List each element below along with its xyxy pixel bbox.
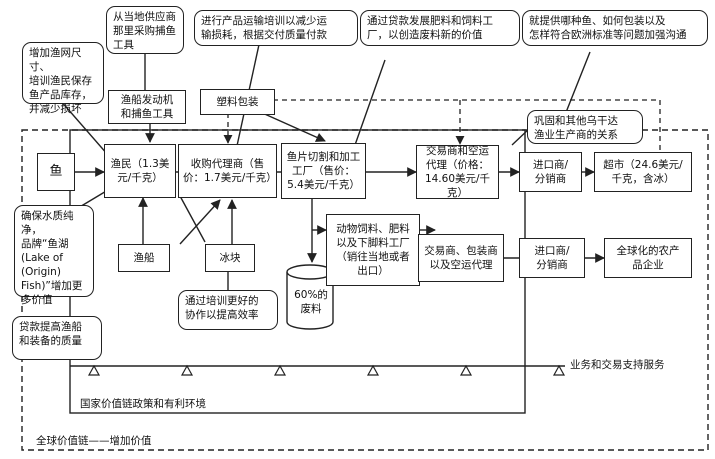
callout-nets-training: 增加渔网尺寸、 培训渔民保存 鱼产品库存， 并减少损坏 bbox=[22, 42, 104, 115]
waste-cylinder bbox=[286, 264, 334, 330]
support-services-label: 业务和交易支持服务 bbox=[570, 359, 665, 371]
plastic-packaging-node: 塑料包装 bbox=[200, 89, 275, 115]
callout-loans-feed: 通过贷款发展肥料和饲料工 厂，以创造废料新的价值 bbox=[360, 10, 520, 46]
feed-plants-node: 动物饲料、肥料 以及下脚料工厂 （销往当地或者 出口） bbox=[326, 214, 420, 286]
callout-better-coordination: 通过培训更好的 协作以提高效率 bbox=[178, 290, 278, 330]
global-chain-label: 全球价值链——增加价值 bbox=[36, 435, 152, 447]
boat-engines-node: 渔船发动机 和捕鱼工具 bbox=[108, 90, 186, 124]
processing-plant-node: 鱼片切割和加工 工厂（售价： 5.4美元/千克） bbox=[281, 143, 366, 199]
callout-loans-boats: 贷款提高渔船 和装备的质量 bbox=[12, 316, 102, 360]
importers-node-2: 进口商/ 分销商 bbox=[519, 238, 585, 278]
traders-air-agents-node: 交易商和空运 代理（价格： 14.60美元/千克） bbox=[416, 145, 499, 199]
boats-node: 渔船 bbox=[118, 244, 170, 272]
national-policy-label: 国家价值链政策和有利环境 bbox=[80, 398, 206, 410]
collection-agents-node: 收购代理商（售 价：1.7美元/千克） bbox=[178, 144, 277, 198]
fishermen-node: 渔民（1.3美 元/千克） bbox=[104, 144, 176, 198]
callout-water-quality: 确保水质纯净， 品牌“鱼湖 (Lake of (Origin) Fish)”增加… bbox=[14, 205, 94, 306]
supermarket-node: 超市（24.6美元/ 千克，含冰） bbox=[594, 152, 692, 192]
callout-uganda-relations: 巩固和其他乌干达 渔业生产商的关系 bbox=[527, 110, 643, 144]
callout-buy-local: 从当地供应商 那里采购捕鱼 工具 bbox=[106, 6, 184, 54]
global-agri-node: 全球化的农产 品企业 bbox=[604, 238, 692, 278]
waste-label: 60%的 废料 bbox=[294, 289, 328, 315]
callout-transport-training: 进行产品运输培训以减少运 输损耗，根据交付质量付款 bbox=[194, 10, 358, 46]
callout-eu-standards: 就提供哪种鱼、如何包装以及 怎样符合欧洲标准等问题加强沟通 bbox=[522, 10, 708, 46]
fish-node: 鱼 bbox=[37, 153, 75, 191]
importers-node-1: 进口商/ 分销商 bbox=[519, 152, 582, 192]
ice-node: 冰块 bbox=[205, 244, 255, 272]
traders-packers-node: 交易商、包装商 以及空运代理 bbox=[418, 234, 504, 282]
